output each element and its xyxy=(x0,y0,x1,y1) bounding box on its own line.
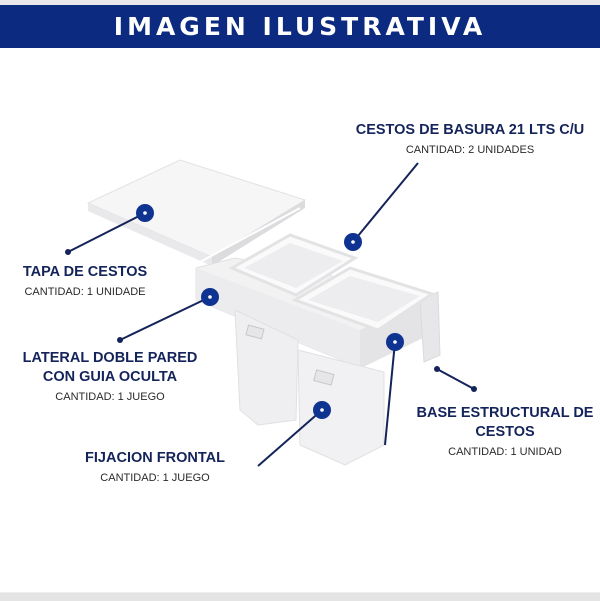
callout-markers xyxy=(136,204,404,419)
callout-fijacion-qty: CANTIDAD: 1 JUEGO xyxy=(100,472,210,484)
bottom-border xyxy=(0,592,600,601)
callout-lateral-qty: CANTIDAD: 1 JUEGO xyxy=(55,391,165,403)
callout-fijacion-title: FIJACION FRONTAL xyxy=(85,450,225,466)
callout-fijacion: FIJACION FRONTAL CANTIDAD: 1 JUEGO xyxy=(75,449,235,486)
callout-cestos-title: CESTOS DE BASURA 21 LTS C/U xyxy=(355,122,585,138)
bin-openings-illustration xyxy=(228,233,436,332)
header-title: IMAGEN ILUSTRATIVA xyxy=(113,12,487,41)
callout-tapa: TAPA DE CESTOS CANTIDAD: 1 UNIDADE xyxy=(5,263,165,300)
lid-illustration xyxy=(86,159,307,266)
callout-base: BASE ESTRUCTURAL DE CESTOS CANTIDAD: 1 U… xyxy=(410,404,600,460)
marker-tapa[interactable] xyxy=(136,204,154,222)
callout-lateral: LATERAL DOBLE PARED CON GUIA OCULTA CANT… xyxy=(10,349,210,405)
leader-lines xyxy=(67,162,475,467)
callout-tapa-qty: CANTIDAD: 1 UNIDADE xyxy=(24,286,146,298)
marker-cestos[interactable] xyxy=(344,233,362,251)
callout-lateral-title-line2: CON GUIA OCULTA xyxy=(42,369,178,385)
callout-cestos-qty: CANTIDAD: 2 UNIDADES xyxy=(405,144,535,156)
callout-tapa-title: TAPA DE CESTOS xyxy=(22,264,148,280)
callout-lateral-title-line1: LATERAL DOBLE PARED xyxy=(22,350,198,366)
callout-base-title-line2: CESTOS xyxy=(475,424,535,440)
callout-cestos: CESTOS DE BASURA 21 LTS C/U CANTIDAD: 2 … xyxy=(340,121,600,158)
header-banner: IMAGEN ILUSTRATIVA xyxy=(0,5,600,48)
marker-lateral[interactable] xyxy=(201,288,219,306)
marker-base[interactable] xyxy=(386,333,404,351)
callout-base-qty: CANTIDAD: 1 UNIDAD xyxy=(448,446,562,458)
left-bin-illustration xyxy=(234,309,299,426)
top-border xyxy=(0,0,600,5)
right-bin-illustration xyxy=(297,349,385,466)
vent-details xyxy=(245,324,335,386)
leader-end-dots xyxy=(65,249,477,392)
callout-base-title-line1: BASE ESTRUCTURAL DE xyxy=(416,405,594,421)
marker-fijacion[interactable] xyxy=(313,401,331,419)
